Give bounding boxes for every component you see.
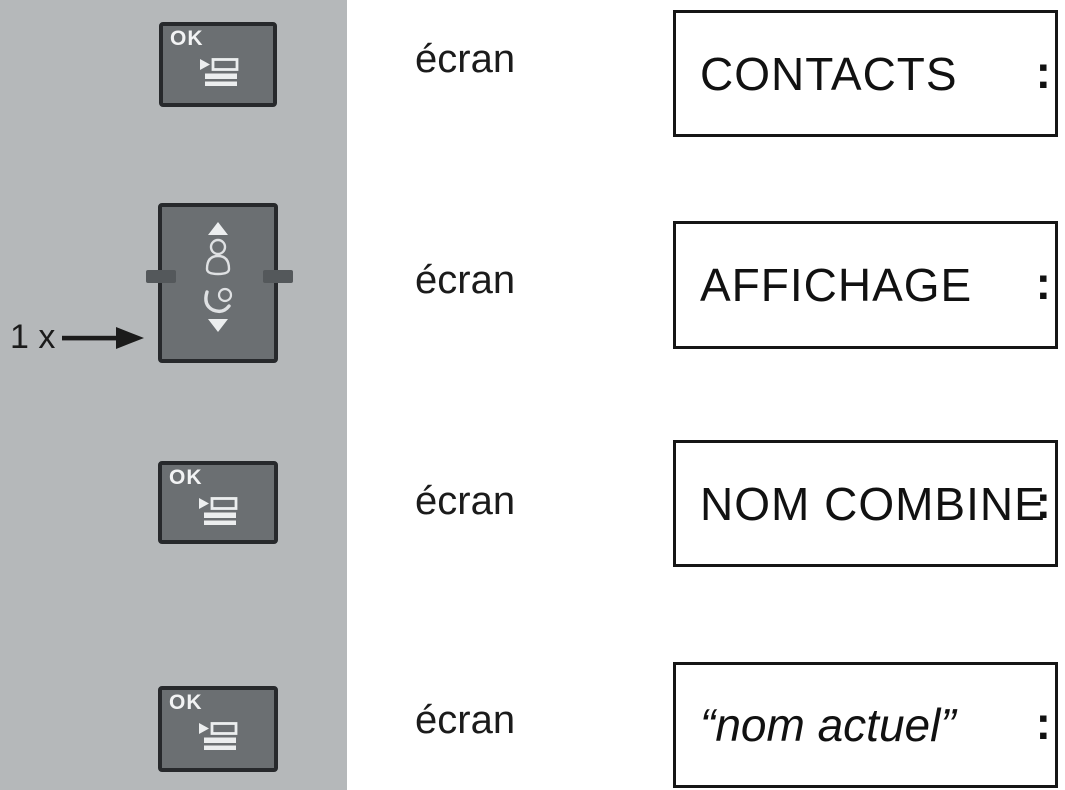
- ok-key-label: OK: [169, 691, 203, 714]
- screen-display-box: CONTACTS :: [673, 10, 1058, 137]
- screen-display-box: AFFICHAGE :: [673, 221, 1058, 349]
- screen-colon: :: [1035, 256, 1051, 309]
- down-arrow-icon: [208, 319, 228, 332]
- press-count-label: 1 x: [10, 318, 56, 356]
- nav-key-left-notch: [146, 270, 176, 283]
- screen-colon: :: [1035, 696, 1051, 749]
- screen-display-box: NOM COMBINE :: [673, 440, 1058, 567]
- screen-caption: écran: [415, 37, 516, 81]
- ok-key: OK: [158, 686, 278, 772]
- screen-display-text: “nom actuel”: [700, 699, 956, 751]
- menu-select-icon: [199, 497, 238, 525]
- screen-colon: :: [1035, 45, 1051, 98]
- menu-select-icon: [200, 58, 239, 86]
- screen-caption: écran: [415, 698, 516, 742]
- ok-key-label: OK: [170, 27, 204, 50]
- navigator-key-glyphs: [204, 222, 233, 332]
- keys-panel: [0, 0, 347, 790]
- updown-navigator-key: [158, 203, 278, 363]
- call-list-handset-icon: [204, 287, 233, 314]
- screen-display-text: AFFICHAGE: [700, 259, 973, 311]
- ok-key: OK: [159, 22, 277, 107]
- nav-key-right-notch: [263, 270, 293, 283]
- ok-key: OK: [158, 461, 278, 544]
- screen-caption: écran: [415, 479, 516, 523]
- ok-key-label: OK: [169, 466, 203, 489]
- screen-display-text: NOM COMBINE: [700, 477, 1046, 530]
- up-arrow-icon: [208, 222, 228, 235]
- menu-select-icon: [199, 722, 238, 750]
- right-arrow-icon: [62, 327, 144, 349]
- screen-caption: écran: [415, 258, 516, 302]
- screen-display-box: “nom actuel” :: [673, 662, 1058, 788]
- screen-colon: :: [1035, 475, 1051, 528]
- screen-display-text: CONTACTS: [700, 47, 958, 100]
- contacts-person-icon: [205, 238, 231, 276]
